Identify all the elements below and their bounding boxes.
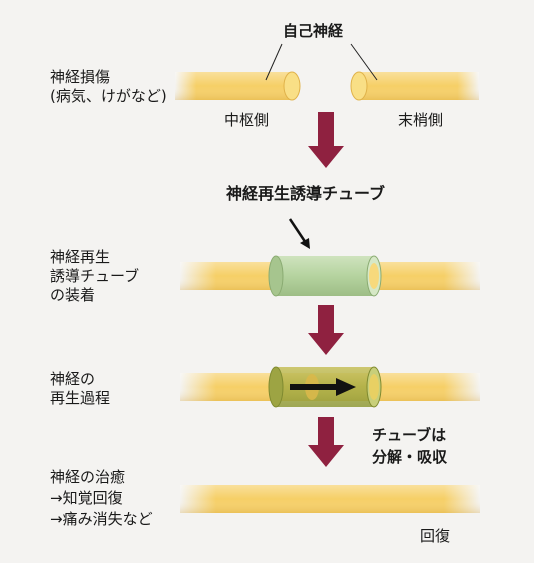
tube-absorbed-line-2: 分解・吸収 [372,448,448,466]
stage-damage-line-2: (病気、けがなど) [50,87,167,105]
own-nerve-label: 自己神経 [283,22,344,40]
stage-damage-label: 神経損傷 (病気、けがなど) [50,68,167,106]
tube-absorbed-label: チューブは 分解・吸収 [372,424,447,468]
central-nerve-end [283,71,301,101]
down-arrow-3 [308,417,344,467]
stage-regeneration-line-1: 神経の [50,370,96,388]
damaged-nerve [175,43,479,101]
peripheral-nerve-end [350,71,368,101]
stage-healing-line-3: →痛み消失など [50,510,153,528]
pointer-line-central [265,43,283,81]
tube-pointer-arrow [288,218,310,249]
stage-healing-line-1: 神経の治癒 [50,468,126,486]
pointer-line-peripheral [350,43,378,81]
stage-healing-line-2: →知覚回復 [50,489,123,507]
regrowth-direction-arrow [290,378,356,396]
central-side-label: 中枢側 [224,111,270,129]
healed-nerve [180,485,480,513]
stage-regeneration-label: 神経の 再生過程 [50,370,110,408]
peripheral-side-label: 末梢側 [398,111,444,129]
stage-tube-line-1: 神経再生 [50,248,111,266]
stage-regeneration-line-2: 再生過程 [50,389,111,407]
stage-tube-line-3: の装着 [50,286,96,304]
tube-attached-nerve [180,255,480,297]
stage-tube-label: 神経再生 誘導チューブ の装着 [50,248,139,305]
tube-title-label: 神経再生誘導チューブ [226,184,386,203]
stage-damage-line-1: 神経損傷 [50,68,111,86]
recovery-label: 回復 [420,527,451,545]
down-arrow-1 [308,112,344,168]
tube-absorbed-line-1: チューブは [372,426,447,444]
down-arrow-2 [308,305,344,355]
stage-tube-line-2: 誘導チューブ [50,267,140,285]
stage-healing-label: 神経の治癒 →知覚回復 →痛み消失など [50,467,153,530]
regeneration-tube [276,256,374,296]
regenerating-nerve [180,366,480,408]
